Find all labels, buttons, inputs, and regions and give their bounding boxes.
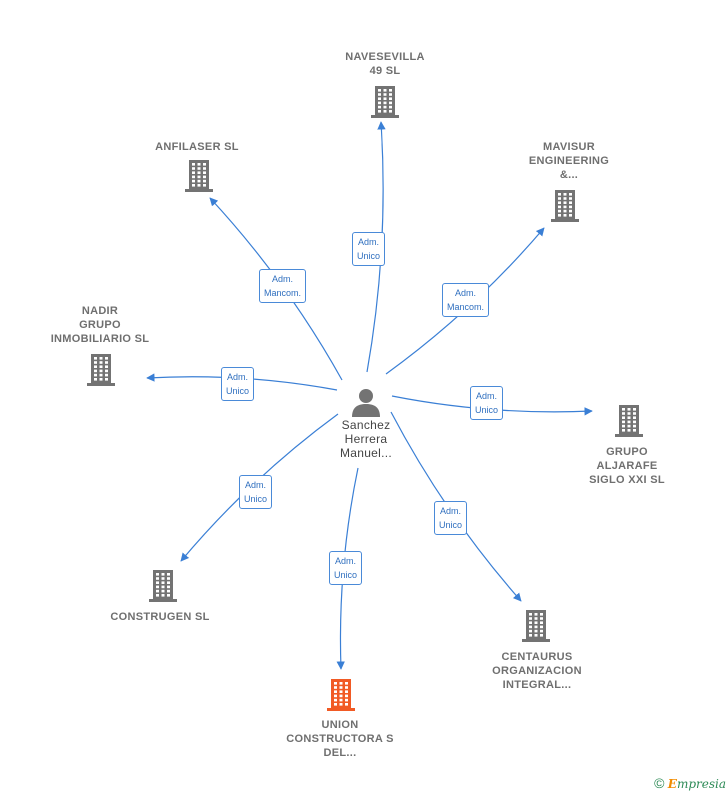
company-name-line: MAVISUR <box>542 141 595 153</box>
company-name-line: CONSTRUGEN SL <box>110 611 210 623</box>
role-text: Unico <box>357 251 381 261</box>
role-text: Mancom. <box>264 288 302 298</box>
center-person-node[interactable]: Sanchez Herrera Manuel... <box>318 386 414 460</box>
role-badge-nadir[interactable]: Adm. Unico <box>221 367 255 401</box>
role-text: Unico <box>334 570 358 580</box>
building-icon <box>87 354 115 386</box>
company-name-line: ANFILASER SL <box>155 141 239 153</box>
node-nadir[interactable] <box>87 353 115 387</box>
company-name-line: DEL... <box>323 747 357 759</box>
role-badge-construgen[interactable]: Adm. Unico <box>239 475 273 509</box>
node-label-union[interactable]: UNION CONSTRUCTORA S DEL... <box>260 718 420 760</box>
role-text: Adm. <box>358 237 380 247</box>
role-badge-centaurus[interactable]: Adm. Unico <box>434 501 468 535</box>
building-icon <box>327 679 355 711</box>
company-name: CENTAURUS ORGANIZACION INTEGRAL... <box>457 650 617 692</box>
footer-watermark: © Empresia <box>654 775 726 791</box>
company-name: NADIR GRUPO INMOBILIARIO SL <box>20 304 180 346</box>
company-name: GRUPO ALJARAFE SIGLO XXI SL <box>547 445 707 487</box>
company-name-line: CENTAURUS <box>501 651 573 663</box>
company-name: MAVISUR ENGINEERING &... <box>489 140 649 182</box>
node-label-navesevilla[interactable]: NAVESEVILLA 49 SL <box>305 50 465 78</box>
role-text: Adm. <box>440 506 462 516</box>
building-icon <box>185 160 213 192</box>
company-name-line: NADIR <box>81 305 119 317</box>
company-name-line: CONSTRUCTORA S <box>286 733 394 745</box>
role-text: Adm. <box>476 391 498 401</box>
node-label-centaurus[interactable]: CENTAURUS ORGANIZACION INTEGRAL... <box>457 650 617 692</box>
company-name-line: ENGINEERING <box>528 155 610 167</box>
role-text: Unico <box>244 494 268 504</box>
building-icon <box>371 86 399 118</box>
center-person-label: Sanchez Herrera Manuel... <box>339 418 393 460</box>
brand-logo: Empresia <box>667 777 726 791</box>
company-name-line: INMOBILIARIO SL <box>50 333 150 345</box>
role-text: Unico <box>226 386 250 396</box>
company-name-line: SIGLO XXI SL <box>589 474 665 486</box>
company-name-line: INTEGRAL... <box>502 679 572 691</box>
role-badge-navesevilla[interactable]: Adm. Unico <box>352 232 386 266</box>
company-name-line: ALJARAFE <box>596 460 658 472</box>
node-mavisur[interactable] <box>551 189 579 223</box>
role-text: Adm. <box>227 372 249 382</box>
building-icon <box>149 570 177 602</box>
node-label-nadir[interactable]: NADIR GRUPO INMOBILIARIO SL <box>20 304 180 346</box>
node-grupo-aljarafe[interactable] <box>615 404 643 438</box>
building-icon <box>615 405 643 437</box>
person-icon <box>352 389 380 417</box>
company-name-line: GRUPO <box>79 319 121 331</box>
role-badge-anfilaser[interactable]: Adm. Mancom. <box>259 269 307 303</box>
company-name: NAVESEVILLA 49 SL <box>305 50 465 78</box>
company-name-line: UNION <box>321 719 359 731</box>
node-label-anfilaser[interactable]: ANFILASER SL <box>117 140 277 154</box>
node-label-grupo-aljarafe[interactable]: GRUPO ALJARAFE SIGLO XXI SL <box>547 445 707 487</box>
node-construgen[interactable] <box>149 569 177 603</box>
node-navesevilla[interactable] <box>371 85 399 119</box>
role-badge-union[interactable]: Adm. Unico <box>329 551 363 585</box>
company-name-line: ORGANIZACION <box>492 665 582 677</box>
role-badge-mavisur[interactable]: Adm. Mancom. <box>442 283 490 317</box>
company-name: UNION CONSTRUCTORA S DEL... <box>260 718 420 760</box>
building-icon <box>551 190 579 222</box>
node-label-mavisur[interactable]: MAVISUR ENGINEERING &... <box>489 140 649 182</box>
node-anfilaser[interactable] <box>185 159 213 193</box>
role-text: Mancom. <box>447 302 485 312</box>
role-text: Adm. <box>272 274 294 284</box>
company-name-line: &... <box>559 169 579 181</box>
company-name-line: NAVESEVILLA <box>345 51 425 63</box>
role-text: Adm. <box>245 480 267 490</box>
copyright-icon: © <box>654 775 665 791</box>
role-text: Unico <box>439 520 463 530</box>
node-label-construgen[interactable]: CONSTRUGEN SL <box>80 610 240 624</box>
role-text: Adm. <box>335 556 357 566</box>
node-union[interactable] <box>327 678 355 712</box>
role-badge-grupo-aljarafe[interactable]: Adm. Unico <box>470 386 504 420</box>
company-name-line: 49 SL <box>369 65 401 77</box>
role-text: Adm. <box>455 288 477 298</box>
company-name-line: GRUPO <box>606 446 648 458</box>
role-text: Unico <box>475 405 499 415</box>
node-centaurus[interactable] <box>522 609 550 643</box>
building-icon <box>522 610 550 642</box>
company-name: CONSTRUGEN SL <box>80 610 240 624</box>
company-name: ANFILASER SL <box>117 140 277 154</box>
